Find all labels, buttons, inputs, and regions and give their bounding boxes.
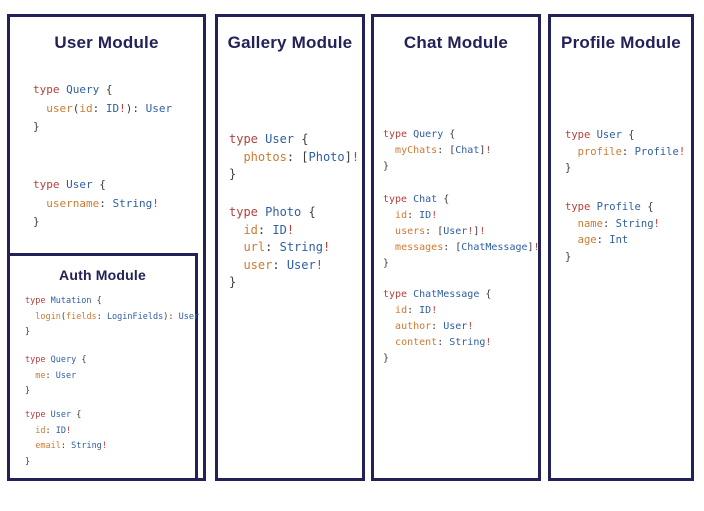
code-line: } [25,456,31,467]
code-line: } [383,353,390,364]
code-line: type Mutation { [25,296,102,306]
module-title: Auth Module [59,267,146,283]
code-line: } [383,258,390,269]
code-line: } [229,167,237,181]
module-title: Chat Module [403,33,509,52]
code-block: type Profile { name: String! age: Int} [565,199,660,265]
code-block: type User { username: String!} [33,176,159,232]
code-block: type Photo { id: ID! url: String! user: … [229,204,330,292]
code-line: url: String! [243,240,331,254]
code-line: type Query { [383,129,456,140]
code-block: type Chat { id: ID! users: [User!]! mess… [383,192,540,272]
code-line: } [33,215,40,228]
code-line: age: Int [577,234,629,246]
code-block: type User { profile: Profile!} [565,127,685,177]
module-title: Gallery Module [227,33,353,52]
code-line: } [25,327,31,337]
code-line: name: String! [577,217,660,230]
code-line: type User { [25,410,82,420]
code-line: email: String! [35,441,107,451]
code-block: type User { id: ID! email: String!} [25,408,107,470]
code-block: type ChatMessage { id: ID! author: User!… [383,287,491,367]
code-line: } [25,386,31,396]
code-line: user: User! [243,257,323,272]
code-line: } [229,275,237,289]
code-line: } [565,250,572,263]
code-line: type Profile { [565,201,654,213]
panel-gallery-module: Gallery Module type User { photos: [Phot… [215,14,365,481]
code-line: } [565,162,572,174]
code-line: } [33,120,40,133]
code-line: type User { [229,132,309,146]
code-line: id: ID! [35,425,72,436]
panel-auth-module: Auth Module type Mutation { login(fields… [7,253,199,481]
code-line: type Chat { [383,194,450,205]
panel-profile-module: Profile Module type User { profile: Prof… [548,14,694,481]
code-line: users: [User!]! [395,226,486,237]
code-line: myChats: [Chat]! [395,145,492,156]
panel-chat-module: Chat Module type Query { myChats: [Chat]… [371,14,541,481]
code-line: profile: Profile! [577,145,686,158]
code-line: type Query { [33,83,113,96]
code-line: username: String! [46,196,159,210]
code-block: type Query { myChats: [Chat]!} [383,127,491,175]
code-line: photos: [Photo]! [243,149,360,164]
module-title: User Module [54,33,159,52]
code-line: id: ID! [395,305,438,316]
code-line: messages: [ChatMessage]! [395,242,540,253]
code-line: user(id: ID!): User [46,101,173,115]
code-block: type User { photos: [Photo]!} [229,131,359,184]
code-line: id: ID! [395,210,438,221]
code-block: type Mutation { login(fields: LoginField… [25,294,199,341]
code-line: type ChatMessage { [383,289,492,300]
code-line: author: User! [395,321,474,332]
code-line: } [383,161,390,172]
code-line: type User { [565,129,635,141]
code-line: login(fields: LoginFields): User [35,311,200,322]
code-block: type Query { user(id: ID!): User} [33,81,172,137]
module-title: Profile Module [561,33,681,52]
code-block: type Query { me: User} [25,353,86,400]
code-line: type Query { [25,355,87,365]
code-line: type Photo { [229,205,316,219]
code-line: type User { [33,178,106,191]
code-line: me: User [35,370,77,381]
code-line: content: String! [395,337,492,348]
code-line: id: ID! [243,222,295,237]
